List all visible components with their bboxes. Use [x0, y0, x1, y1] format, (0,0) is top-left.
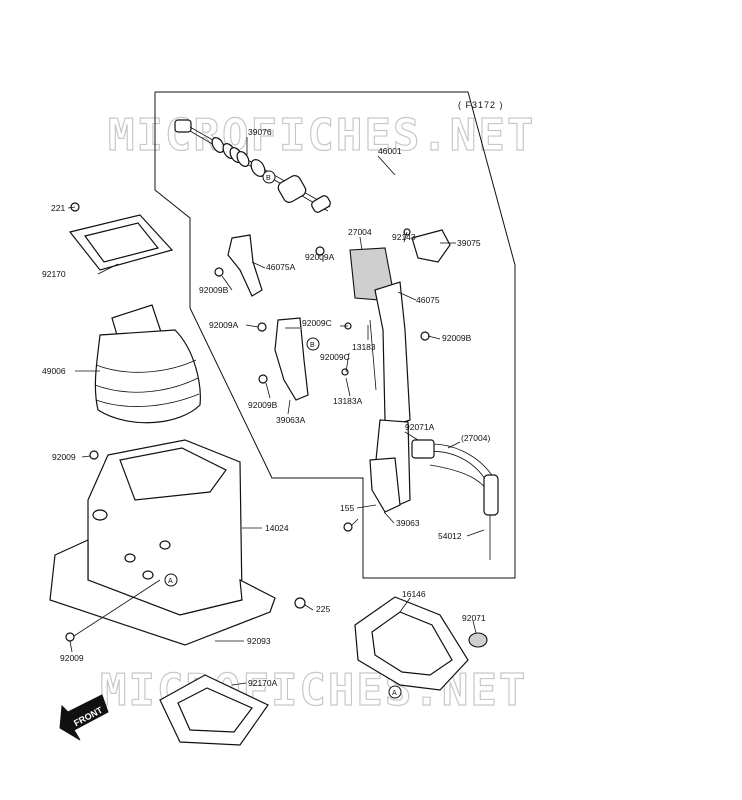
- part-label-39075: 39075: [457, 238, 481, 248]
- part-label-14024: 14024: [265, 523, 289, 533]
- part-label-46075a: 46075A: [266, 262, 296, 272]
- shaft-group: [174, 119, 331, 213]
- part-label-46075: 46075: [416, 295, 440, 305]
- cable-13183: [369, 319, 377, 391]
- part-label-92009-top: 92009: [52, 452, 76, 462]
- part-label-92071a: 92071A: [405, 422, 435, 432]
- part-label-92009a-top: 92009A: [305, 252, 335, 262]
- part-label-92009a-mid: 92009A: [209, 320, 239, 330]
- cover-39075: [411, 229, 451, 263]
- boot-49006: [94, 304, 201, 424]
- part-label-92009c-top: 92009C: [302, 318, 332, 328]
- part-label-54012: 54012: [438, 531, 462, 541]
- part-label-92170a: 92170A: [248, 678, 278, 688]
- part-label-27004-paren: (27004): [461, 433, 490, 443]
- part-label-39063a: 39063A: [276, 415, 306, 425]
- part-label-92009b-left: 92009B: [199, 285, 229, 295]
- part-label-16146: 16146: [402, 589, 426, 599]
- leader-lines: [67, 137, 485, 686]
- part-labels: 39076 46001 27004 92143 39075 46075 9200…: [42, 127, 490, 688]
- callout-b-top: B: [266, 175, 271, 182]
- callout-a-right: A: [392, 690, 397, 697]
- bracket-39063a: [274, 317, 309, 401]
- part-label-46001: 46001: [378, 146, 402, 156]
- part-label-39063: 39063: [396, 518, 420, 528]
- part-label-13183a: 13183A: [333, 396, 363, 406]
- part-label-92143: 92143: [392, 232, 416, 242]
- part-label-92009b-bottom: 92009B: [248, 400, 278, 410]
- part-label-92170: 92170: [42, 269, 66, 279]
- part-label-39076: 39076: [248, 127, 272, 137]
- cover-16146: [354, 596, 469, 691]
- part-label-221: 221: [51, 203, 65, 213]
- shift-lever: [349, 247, 411, 513]
- part-label-49006: 49006: [42, 366, 66, 376]
- assembly-frame: [154, 91, 516, 579]
- part-label-92009-bottom: 92009: [60, 653, 84, 663]
- part-label-92009c-bottom: 92009C: [320, 352, 350, 362]
- callout-a-left: A: [168, 578, 173, 585]
- housing-14024: [49, 439, 276, 646]
- reference-code: ( F3172 ): [458, 100, 504, 110]
- wire-harness: [411, 439, 499, 560]
- part-label-92093: 92093: [247, 636, 271, 646]
- part-label-225: 225: [316, 604, 330, 614]
- bracket-46075a: [227, 234, 263, 297]
- grommet-92071: [468, 632, 488, 648]
- part-label-13183: 13183: [352, 342, 376, 352]
- part-label-27004: 27004: [348, 227, 372, 237]
- part-label-155: 155: [340, 503, 354, 513]
- callout-b-mid: B: [310, 342, 315, 349]
- watermark-top: MICROFICHES.NET: [108, 110, 535, 161]
- front-arrow-icon: FRONT: [59, 694, 109, 741]
- part-label-92071: 92071: [462, 613, 486, 623]
- part-label-92009b-right: 92009B: [442, 333, 472, 343]
- bolts: [65, 202, 430, 642]
- gasket-92170a: [159, 674, 269, 746]
- gasket-92170: [68, 214, 174, 271]
